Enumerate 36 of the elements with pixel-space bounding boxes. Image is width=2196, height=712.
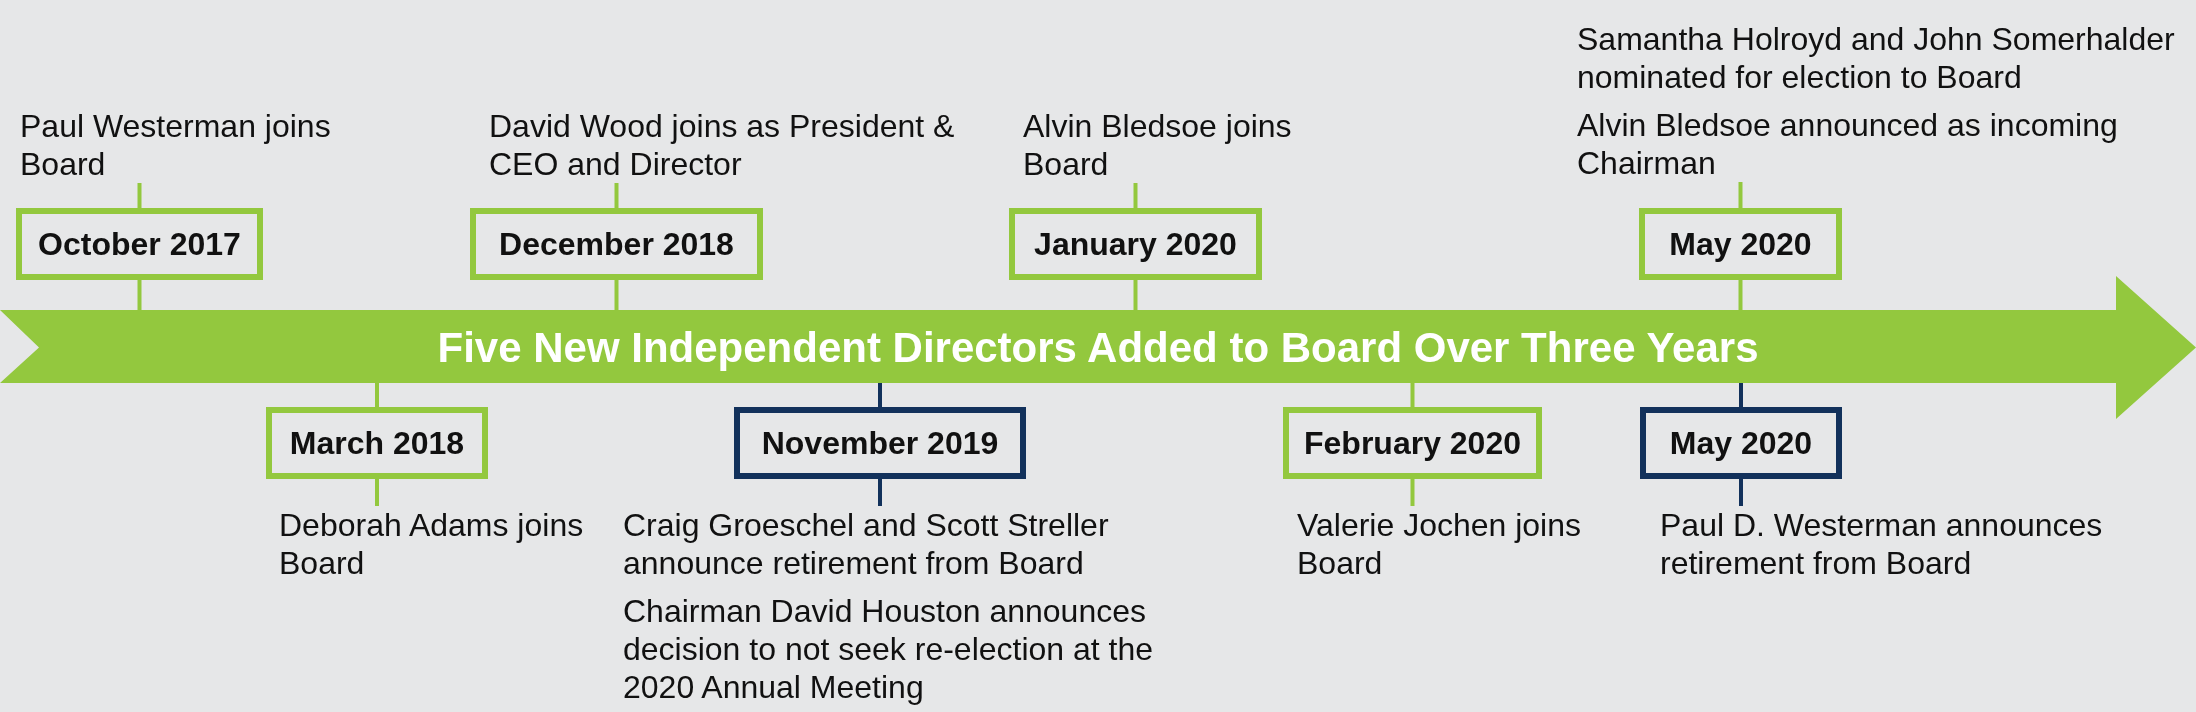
connector-line [878, 479, 882, 506]
event-text: David Wood joins as President & CEO and Director [489, 107, 989, 183]
connector-line [614, 183, 619, 208]
event-text: Alvin Bledsoe joins Board [1023, 107, 1323, 183]
event-text: Paul Westerman joins Board [20, 107, 370, 183]
connector-line [1410, 383, 1415, 407]
event-text: Chairman David Houston announces decision to not seek re-election at the 2020 Annual Meeting [623, 592, 1155, 706]
connector-line [614, 280, 619, 310]
connector-line [1133, 183, 1138, 208]
arrow-title: Five New Independent Directors Added to Board Over Three Years [437, 326, 1759, 369]
connector-line [1739, 383, 1743, 407]
connector-line [1738, 280, 1743, 310]
connector-line [1738, 182, 1743, 208]
event-text: Craig Groeschel and Scott Streller announce retirement from Board [623, 506, 1110, 582]
date-box: October 2017 [16, 208, 263, 280]
connector-line [137, 280, 142, 310]
event-text: Alvin Bledsoe announced as incoming Chairman [1577, 106, 2119, 182]
date-box: January 2020 [1009, 208, 1262, 280]
event-text: Deborah Adams joins Board [279, 506, 619, 582]
date-box: March 2018 [266, 407, 488, 479]
event-text: Paul D. Westerman announces retirement from Board [1660, 506, 2140, 582]
connector-line [1133, 280, 1138, 310]
connector-line [1739, 479, 1743, 506]
connector-line [375, 479, 379, 506]
connector-line [1410, 479, 1415, 506]
timeline-arrow [0, 276, 2196, 419]
date-box: May 2020 [1640, 407, 1842, 479]
connector-line [375, 383, 379, 407]
date-box: November 2019 [734, 407, 1026, 479]
date-box: February 2020 [1283, 407, 1542, 479]
event-text: Samantha Holroyd and John Somerhalder nominated for election to Board [1577, 20, 2176, 96]
event-text: Valerie Jochen joins Board [1297, 506, 1617, 582]
connector-line [137, 183, 142, 208]
connector-line [878, 383, 882, 407]
date-box: December 2018 [470, 208, 763, 280]
date-box: May 2020 [1639, 208, 1842, 280]
